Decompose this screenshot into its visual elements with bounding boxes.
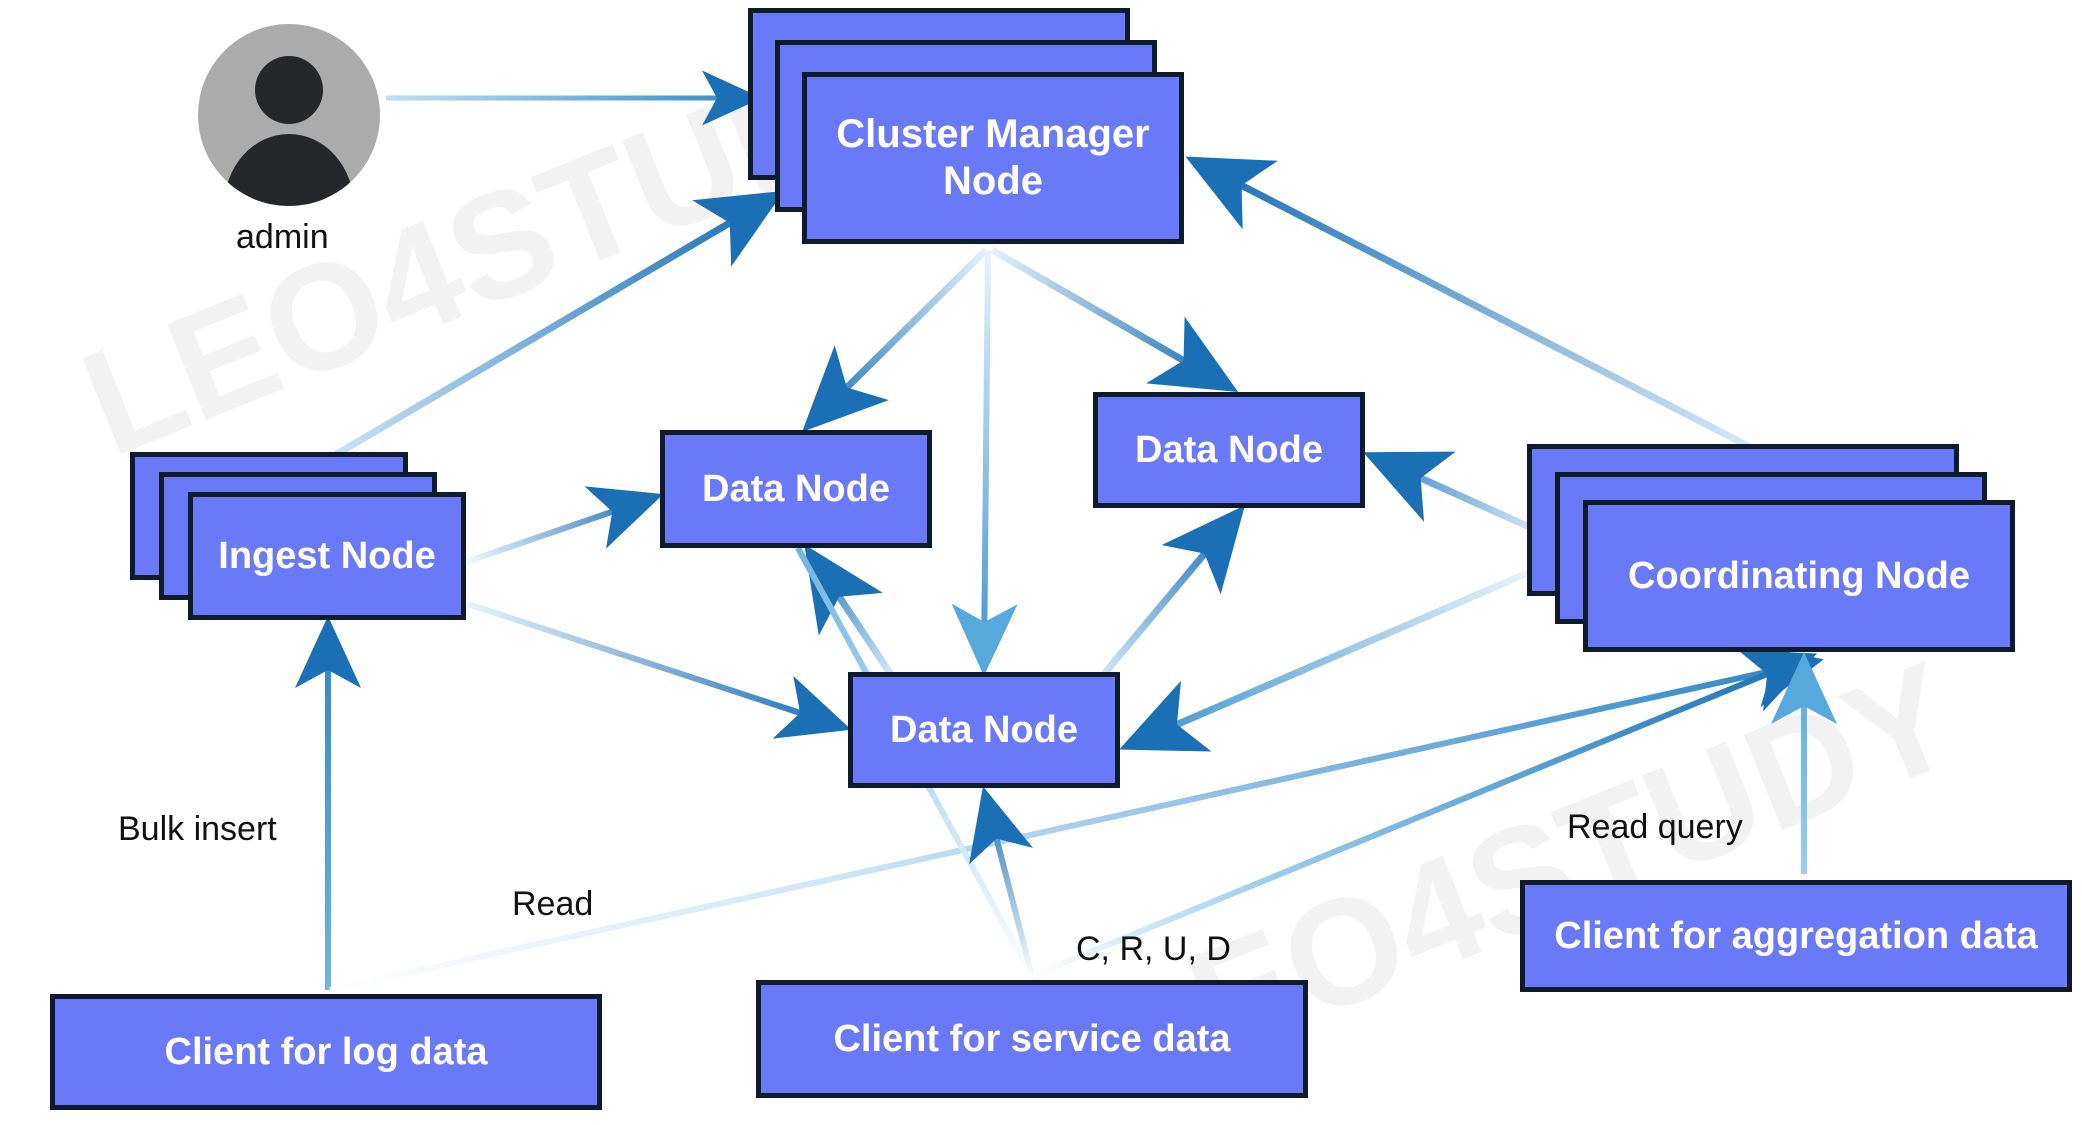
edge-label-read: Read [512, 885, 594, 923]
edge-label-crud: C, R, U, D [1076, 930, 1231, 968]
node-data-node-left[interactable]: Data Node [660, 430, 932, 548]
edge-client-service-to-data-node-bottom [969, 786, 1035, 977]
edge-data-node-bottom-to-data-node-left [804, 544, 895, 678]
edge-ingest-to-data-node-bottom [467, 601, 852, 739]
edge-client-log-to-coordinating [329, 642, 1824, 993]
actor-label-admin: admin [236, 218, 329, 256]
edge-ingest-to-cluster-manager [294, 190, 785, 482]
node-coordinating[interactable]: Coordinating Node [1583, 500, 2015, 652]
edge-label-bulk-insert: Bulk insert [118, 810, 277, 848]
node-data-node-bottom[interactable]: Data Node [848, 672, 1120, 788]
node-data-node-right[interactable]: Data Node [1093, 392, 1365, 508]
edge-coordinating-to-data-node-bottom [1119, 548, 1578, 752]
edge-client-service-to-coordinating [1030, 650, 1818, 979]
edge-label-read-query: Read query [1567, 808, 1743, 846]
node-ingest[interactable]: Ingest Node [188, 492, 466, 620]
edge-ingest-to-data-node-left [465, 486, 664, 565]
user-avatar-icon [198, 24, 380, 206]
node-cluster-manager[interactable]: Cluster Manager Node [802, 72, 1184, 244]
node-client-aggregation-data[interactable]: Client for aggregation data [1520, 880, 2072, 992]
edge-data-node-bottom-to-data-node-right [1101, 505, 1245, 677]
node-client-log-data[interactable]: Client for log data [50, 994, 602, 1110]
edge-cluster-manager-to-data-node-bottom [951, 249, 1018, 676]
edge-coordinating-to-cluster-manager [1185, 156, 1797, 474]
edge-cluster-manager-to-data-node-left [802, 247, 989, 432]
edge-cluster-manager-to-data-node-right [990, 246, 1239, 392]
node-client-service-data[interactable]: Client for service data [756, 980, 1308, 1098]
